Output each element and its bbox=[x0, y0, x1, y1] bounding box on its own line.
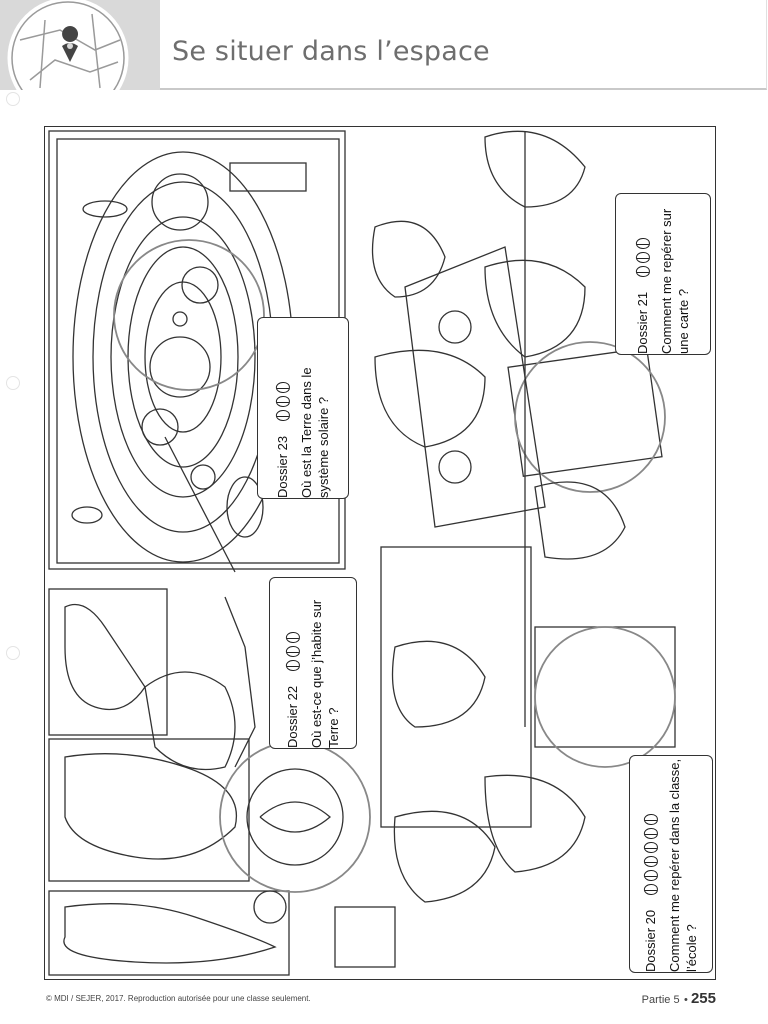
dossier-callout[interactable]: Dossier 20 Comment me repérer dans la cl… bbox=[629, 755, 713, 973]
difficulty-bugs-icon bbox=[642, 811, 660, 896]
scan-hole-mark bbox=[6, 92, 20, 106]
difficulty-bugs-icon bbox=[284, 629, 302, 672]
dossier-number: Dossier 23 bbox=[275, 435, 291, 498]
model-school bbox=[534, 626, 676, 748]
dossier-callout-content: Dossier 23 Où est la Terre dans le systè… bbox=[274, 318, 332, 498]
dossier-number: Dossier 21 bbox=[635, 291, 651, 354]
page-header: Se situer dans l’espace bbox=[0, 0, 768, 119]
scan-hole-mark bbox=[6, 376, 20, 390]
student-head bbox=[371, 220, 446, 298]
footer-part: Partie 5 bbox=[641, 994, 680, 1006]
classroom-illustration: Dossier 23 Où est la Terre dans le systè… bbox=[44, 126, 716, 980]
footer-page-info: Partie 5 • 255 bbox=[642, 990, 716, 1008]
student-hand bbox=[534, 481, 626, 560]
student-head bbox=[391, 640, 486, 728]
difficulty-bugs-icon bbox=[274, 379, 292, 422]
dossier-question: Comment me repérer dans la classe, l’éco… bbox=[667, 758, 700, 972]
dossier-question: Où est-ce que j’habite sur Terre ? bbox=[309, 599, 342, 748]
dossier-callout[interactable]: Dossier 21 Comment me repérer sur une ca… bbox=[615, 193, 711, 355]
globe bbox=[246, 768, 344, 866]
page-title: Se situer dans l’espace bbox=[172, 36, 490, 67]
dossier-callout[interactable]: Dossier 23 Où est la Terre dans le systè… bbox=[257, 317, 349, 499]
header-title-box: Se situer dans l’espace bbox=[160, 0, 767, 90]
student-head bbox=[484, 130, 586, 208]
student-head bbox=[484, 259, 586, 358]
dossier-number: Dossier 20 bbox=[643, 909, 659, 972]
student-head bbox=[484, 774, 586, 873]
classroom-drawing bbox=[48, 130, 676, 976]
dossier-question: Comment me repérer sur une carte ? bbox=[659, 208, 692, 354]
header-icon-panel bbox=[0, 0, 160, 119]
difficulty-bugs-icon bbox=[634, 235, 652, 278]
dossier-callout-content: Dossier 22 Où est-ce que j’habite sur Te… bbox=[284, 578, 342, 748]
map-pin-icon bbox=[7, 0, 129, 119]
dossier-question: Où est la Terre dans le système solaire … bbox=[299, 367, 332, 498]
sun-circle bbox=[149, 336, 211, 398]
dossier-callout-content: Dossier 20 Comment me repérer dans la cl… bbox=[642, 756, 700, 972]
teacher-head bbox=[144, 671, 236, 771]
map-on-desk bbox=[507, 347, 663, 477]
footer-separator: • bbox=[684, 994, 691, 1006]
student-head bbox=[393, 810, 496, 903]
student-head bbox=[374, 349, 486, 448]
flower bbox=[253, 890, 287, 924]
footer-copyright: © MDI / SEJER, 2017. Reproduction autori… bbox=[46, 994, 311, 1003]
page-number: 255 bbox=[690, 990, 716, 1007]
dossier-callout[interactable]: Dossier 22 Où est-ce que j’habite sur Te… bbox=[269, 577, 357, 749]
dossier-callout-content: Dossier 21 Comment me repérer sur une ca… bbox=[634, 194, 692, 354]
dossier-number: Dossier 22 bbox=[285, 685, 301, 748]
scan-hole-mark bbox=[6, 646, 20, 660]
